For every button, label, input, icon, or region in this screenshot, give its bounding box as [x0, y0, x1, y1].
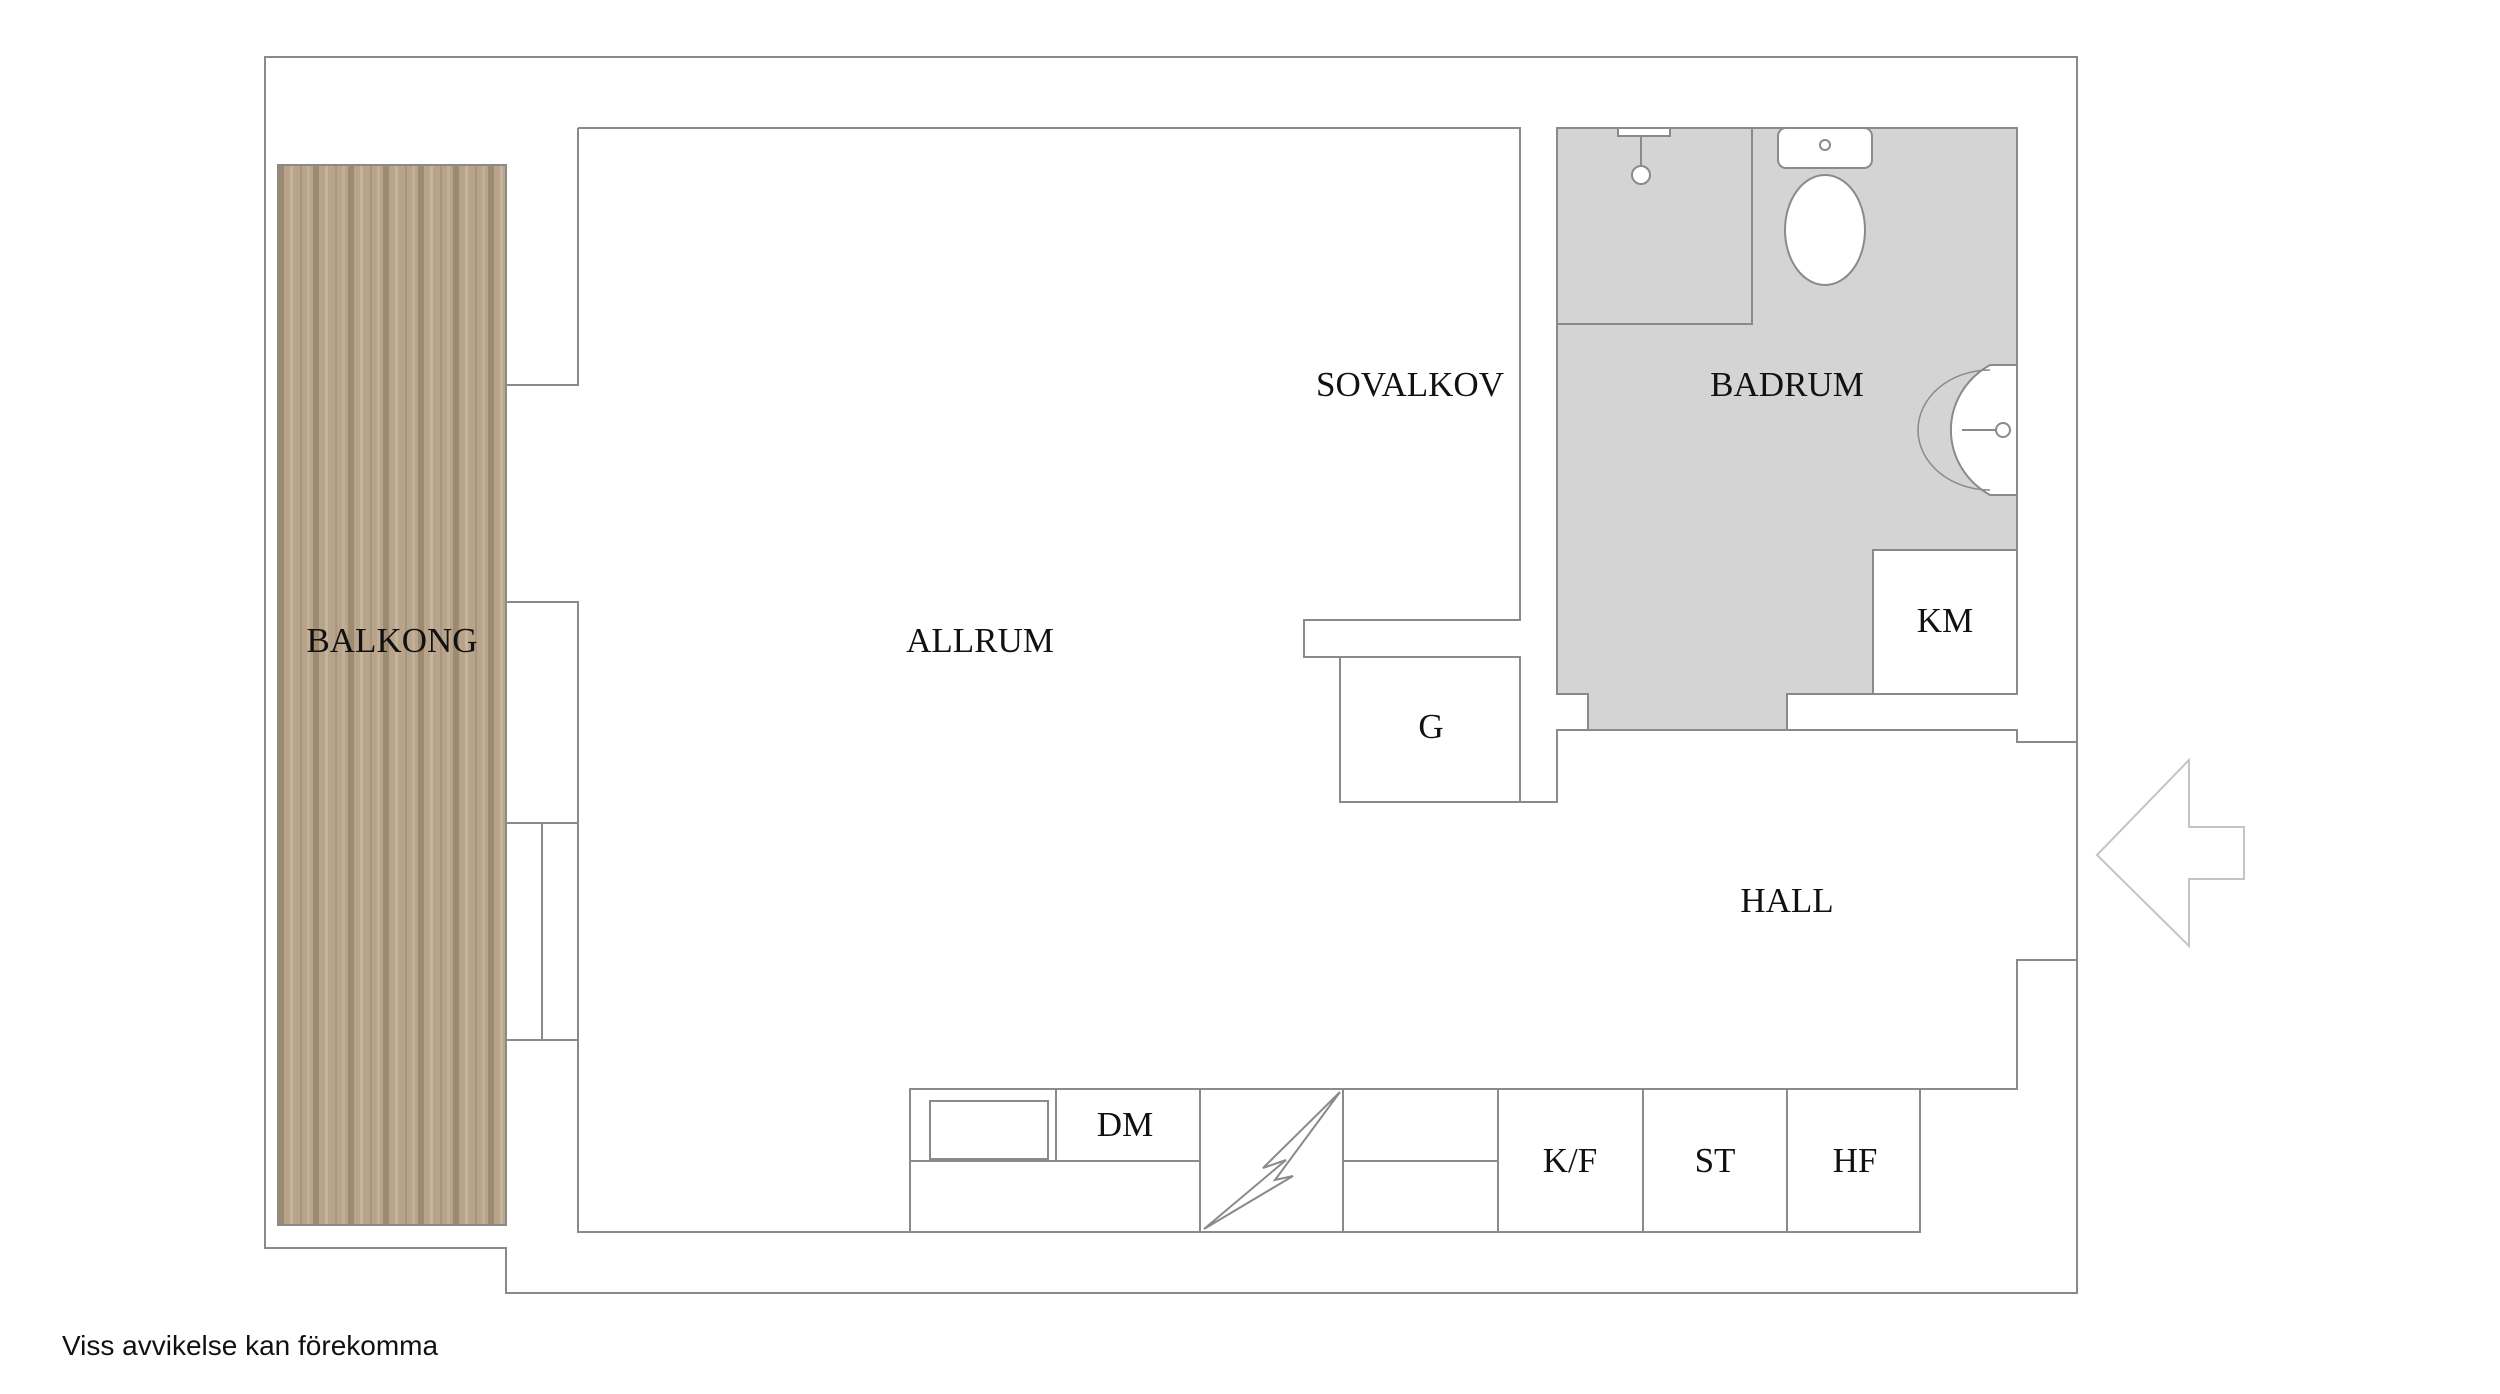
sink-icon [1917, 364, 2018, 496]
shower-icon [1617, 127, 1671, 185]
storage-unit [1642, 1088, 1788, 1233]
balkong-label: BALKONG [306, 621, 477, 660]
sovalkov-label: SOVALKOV [1316, 365, 1504, 404]
deviation-note: Viss avvikelse kan förekomma [62, 1330, 439, 1361]
sink-counter [929, 1100, 1049, 1160]
living-room-wall [578, 127, 1521, 803]
allrum-label: ALLRUM [906, 621, 1054, 660]
living-room-west-wall [577, 823, 910, 1233]
lightning-icon [1203, 1091, 1341, 1230]
washing-machine-box [1872, 549, 2018, 695]
hall-wardrobe-unit [1786, 1088, 1921, 1233]
window-bay-upper [506, 128, 579, 386]
hf-label: HF [1833, 1141, 1878, 1180]
st-label: ST [1695, 1141, 1736, 1180]
toilet-icon [1777, 127, 1873, 286]
hall-north-wall [1520, 729, 2077, 803]
window-bay-middle [506, 601, 579, 823]
entrance-arrow-icon [2095, 757, 2245, 949]
dm-label: DM [1097, 1105, 1153, 1144]
balcony-floor [277, 164, 507, 1226]
badrum-label: BADRUM [1710, 365, 1864, 404]
outer-wall [264, 56, 2078, 1294]
window-bay-door [506, 822, 578, 1041]
shower-area [1557, 128, 1753, 325]
km-label: KM [1917, 601, 1973, 640]
hall-label: HALL [1740, 881, 1833, 920]
g-label: G [1418, 707, 1443, 746]
kf-label: K/F [1543, 1141, 1597, 1180]
